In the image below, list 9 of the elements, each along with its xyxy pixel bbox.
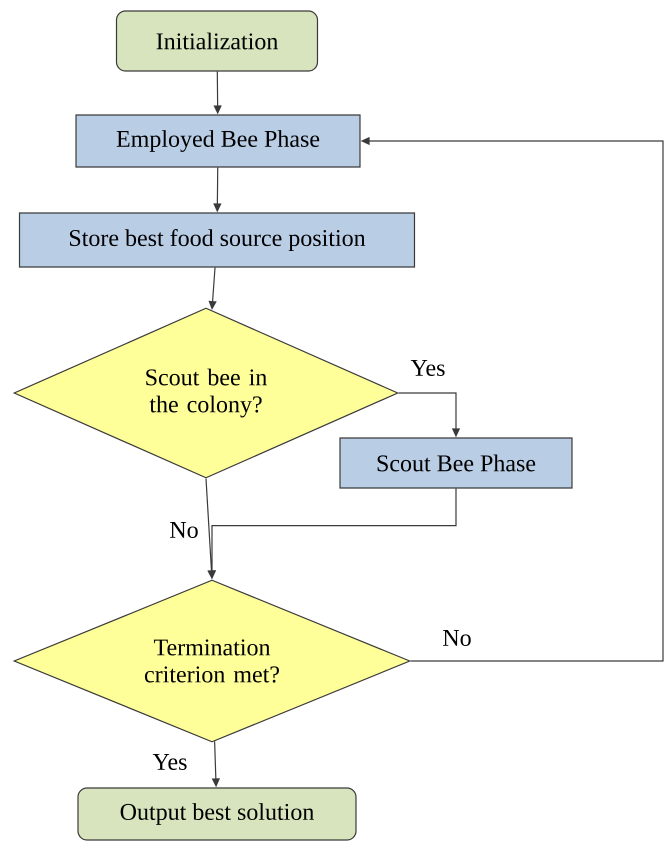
- process-box: Scout Bee Phase: [339, 437, 573, 489]
- edge-label: Yes: [410, 359, 446, 377]
- edge-label: No: [441, 629, 473, 647]
- edge-label: Yes: [152, 753, 188, 771]
- process-box: Employed Bee Phase: [75, 114, 361, 168]
- process-box: Store best food source position: [18, 212, 416, 268]
- edge-label: No: [168, 521, 200, 539]
- terminal-box: Initialization: [116, 10, 318, 72]
- terminal-box: Output best solution: [77, 787, 357, 841]
